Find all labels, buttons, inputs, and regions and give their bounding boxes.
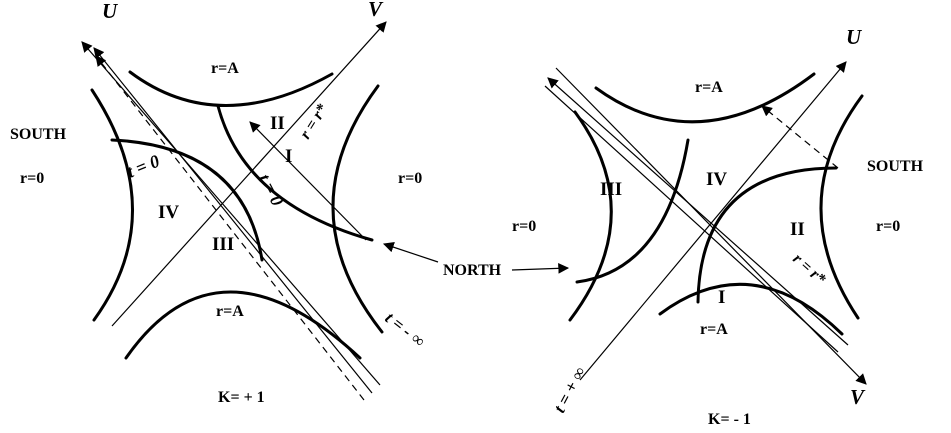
left-t-zero-curve-upper bbox=[216, 104, 374, 242]
right-dashed-arrow bbox=[761, 105, 839, 169]
right-diagram: U V SOUTH r=0 r=0 r=A r=A I II III IV r … bbox=[512, 25, 924, 428]
left-u-axis bbox=[81, 41, 381, 386]
left-t-zero-curve-lower bbox=[110, 138, 264, 262]
north-arrow-left bbox=[382, 241, 439, 263]
left-r-zero-right-curve bbox=[331, 84, 384, 334]
right-r-a-bottom-curve bbox=[658, 283, 844, 336]
left-t-zero-label-lower: t = 0 bbox=[124, 151, 162, 182]
left-null-line bbox=[93, 47, 373, 394]
left-r-a-bottom-curve bbox=[124, 290, 362, 360]
left-diagram: U V SOUTH r=0 r=0 r=A r=A I II III IV t … bbox=[10, 0, 429, 406]
right-region-iii-label: III bbox=[600, 179, 622, 200]
left-region-i-label: I bbox=[285, 146, 292, 167]
left-v-axis bbox=[111, 21, 387, 327]
right-south-label: SOUTH bbox=[867, 158, 924, 175]
right-t-plus-inf-label: t = + ∞ bbox=[550, 364, 590, 416]
left-r-a-bottom-label: r=A bbox=[216, 303, 244, 320]
right-caption: K= - 1 bbox=[708, 411, 751, 428]
left-r-zero-left-curve bbox=[90, 88, 134, 322]
left-region-iv-label: IV bbox=[158, 202, 179, 223]
right-v-axis-label: V bbox=[850, 385, 866, 409]
right-r-a-top-curve bbox=[594, 72, 816, 124]
north-arrow-right bbox=[511, 262, 570, 274]
left-caption: K= + 1 bbox=[218, 389, 265, 406]
north-annotation: NORTH bbox=[382, 241, 570, 279]
left-r-star-label: r = r* bbox=[297, 100, 332, 142]
left-south-label: SOUTH bbox=[10, 126, 67, 143]
right-null-line-inner bbox=[544, 85, 839, 353]
right-region-i-label: I bbox=[718, 287, 725, 308]
right-r-zero-left-label: r=0 bbox=[512, 218, 536, 235]
left-r-zero-right-label: r=0 bbox=[398, 170, 422, 187]
left-region-ii-arrow bbox=[249, 121, 367, 241]
left-t-minus-inf-label: t = - ∞ bbox=[382, 308, 429, 351]
left-r-a-top-curve bbox=[128, 70, 334, 107]
right-region-ii-label: II bbox=[790, 219, 805, 240]
left-u-axis-label: U bbox=[102, 0, 119, 23]
left-r-a-top-label: r=A bbox=[211, 60, 239, 77]
right-inner-curve-left bbox=[575, 138, 690, 284]
north-label: NORTH bbox=[443, 262, 502, 279]
right-inner-curve-right bbox=[696, 166, 838, 304]
right-r-zero-left-curve bbox=[568, 110, 613, 322]
left-v-axis-label: V bbox=[368, 0, 384, 21]
left-region-iii-label: III bbox=[212, 234, 234, 255]
right-r-star-label: r = r* bbox=[789, 250, 829, 288]
right-r-zero-right-label: r=0 bbox=[876, 218, 900, 235]
right-v-axis bbox=[555, 67, 867, 385]
left-r-zero-left-label: r=0 bbox=[20, 170, 44, 187]
right-r-a-top-label: r=A bbox=[695, 79, 723, 96]
right-r-zero-right-curve bbox=[819, 94, 864, 320]
left-dashed-line bbox=[95, 55, 365, 401]
right-u-axis bbox=[579, 61, 847, 381]
right-u-axis-label: U bbox=[846, 25, 863, 49]
left-region-ii-label: II bbox=[270, 113, 285, 134]
right-region-iv-label: IV bbox=[706, 169, 727, 190]
right-r-a-bottom-label: r=A bbox=[700, 321, 728, 338]
left-t-zero-label-upper: t = 0 bbox=[254, 170, 287, 209]
